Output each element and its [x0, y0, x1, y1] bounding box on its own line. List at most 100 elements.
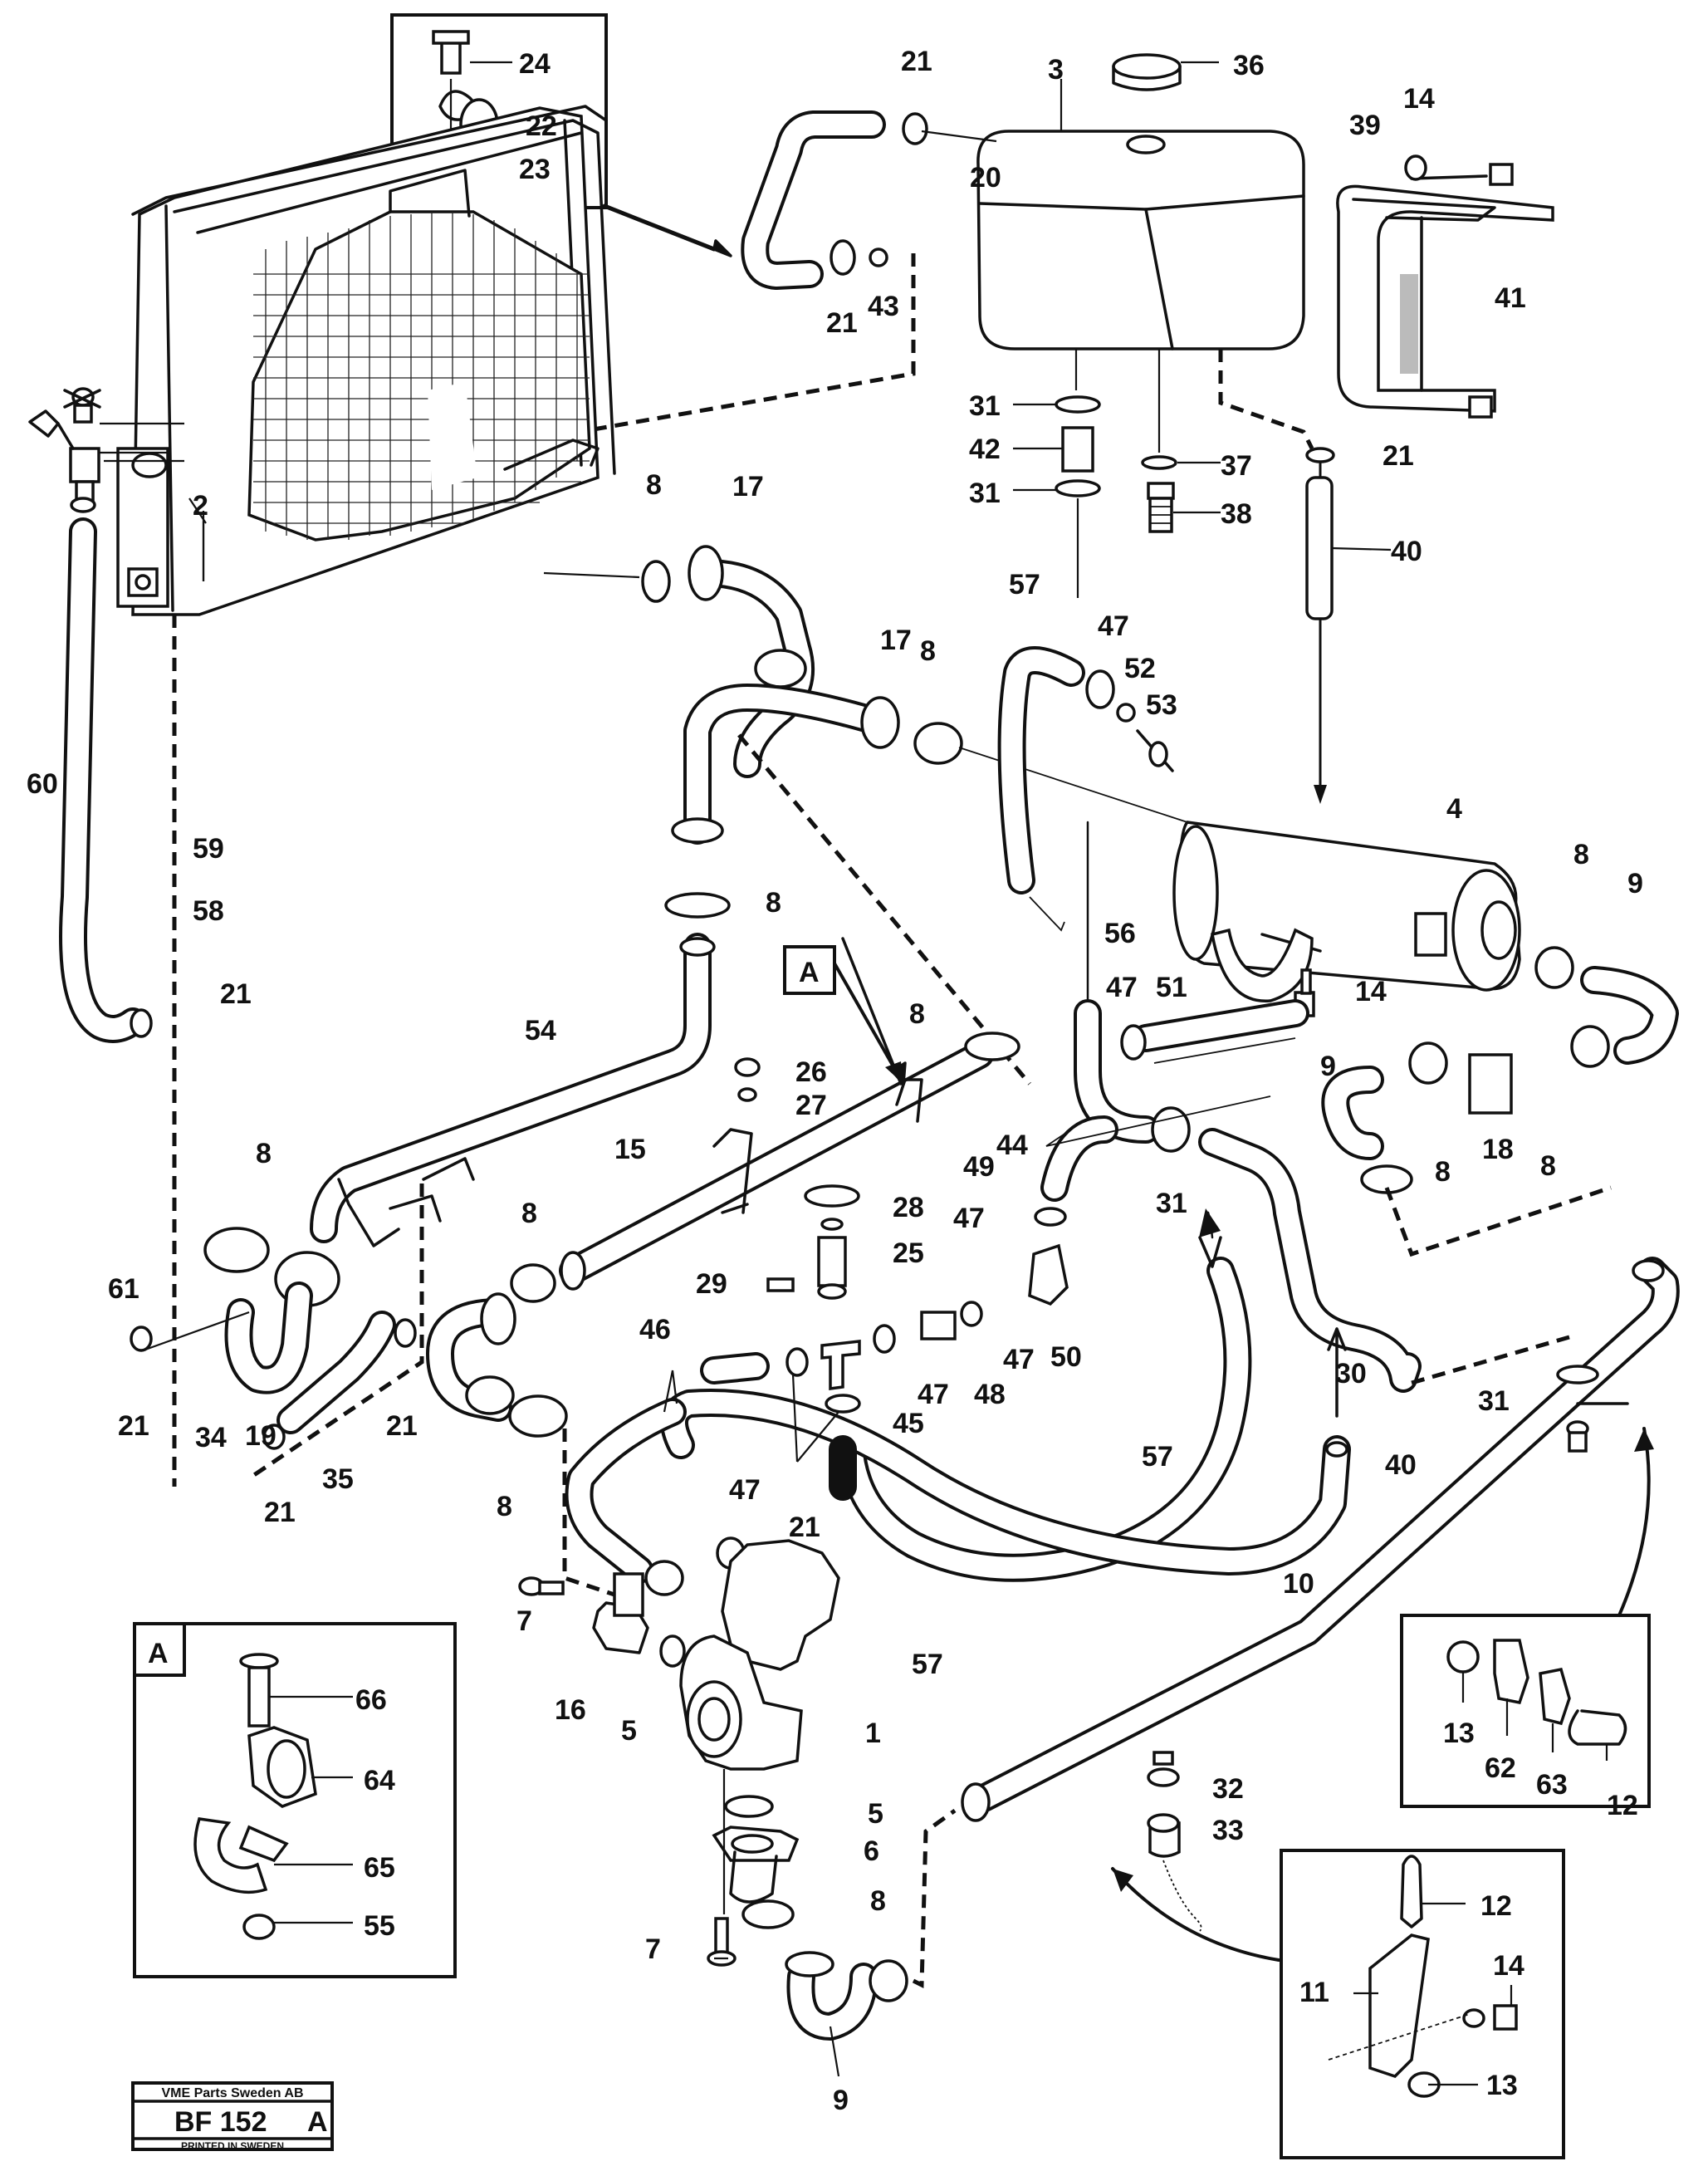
pipe-15	[559, 937, 1020, 1291]
callout-label-13: 13	[1486, 2070, 1518, 2101]
tank-outlet-parts	[1013, 395, 1221, 598]
callout-label-21: 21	[826, 307, 858, 339]
callout-label-64: 64	[364, 1765, 395, 1796]
callout-label-12: 12	[1480, 1890, 1512, 1922]
oil-cooler	[1172, 821, 1679, 1257]
hose-30	[1198, 1128, 1570, 1418]
callout-label-3: 3	[1048, 54, 1064, 86]
hose-34	[144, 1227, 340, 1394]
callout-label-57: 57	[1142, 1441, 1173, 1473]
callout-label-21: 21	[901, 46, 932, 77]
marker-a	[783, 945, 903, 1084]
callout-label-57: 57	[1009, 569, 1040, 600]
stamp-code: BF 152	[174, 2106, 267, 2138]
hose-57	[660, 646, 1351, 1582]
callout-label-47: 47	[729, 1474, 761, 1506]
callout-label-8: 8	[909, 998, 925, 1030]
callout-label-15: 15	[614, 1134, 646, 1165]
callout-label-48: 48	[974, 1379, 1006, 1410]
callout-label-A: A	[799, 957, 820, 988]
callout-label-10: 10	[1283, 1568, 1314, 1600]
callout-label-40: 40	[1385, 1449, 1417, 1481]
callout-label-35: 35	[322, 1463, 354, 1495]
inset-box-bracket-11	[1280, 1849, 1565, 2159]
callout-label-13: 13	[1443, 1718, 1475, 1749]
callout-label-7: 7	[516, 1605, 532, 1637]
callout-label-54: 54	[525, 1015, 556, 1046]
radiator-fan-mesh	[253, 212, 590, 540]
callout-label-8: 8	[1435, 1156, 1451, 1188]
callout-label-52: 52	[1124, 653, 1156, 684]
callout-label-8: 8	[646, 469, 662, 501]
callout-label-43: 43	[868, 291, 899, 322]
callout-label-8: 8	[920, 635, 936, 667]
callout-label-14: 14	[1403, 83, 1435, 115]
callout-label-23: 23	[519, 154, 551, 185]
callout-label-9: 9	[833, 2085, 849, 2116]
callout-label-40: 40	[1391, 536, 1422, 567]
callout-label-20: 20	[970, 162, 1001, 194]
stamp-company: VME Parts Sweden AB	[161, 2086, 303, 2100]
callout-label-19: 19	[245, 1420, 277, 1452]
callout-label-31: 31	[1156, 1188, 1187, 1219]
stamp-revision: A	[307, 2106, 328, 2138]
callout-label-57: 57	[912, 1649, 943, 1680]
hose-46-fittings	[565, 1243, 1069, 1596]
expansion-tank	[976, 53, 1305, 453]
hose-40	[1218, 349, 1392, 620]
callout-label-8: 8	[1540, 1150, 1556, 1182]
callout-label-47: 47	[1106, 972, 1138, 1003]
callout-label-36: 36	[1233, 50, 1265, 81]
callout-label-28: 28	[893, 1192, 924, 1223]
callout-label-47: 47	[1003, 1344, 1035, 1375]
callout-label-61: 61	[108, 1273, 139, 1305]
callout-label-25: 25	[893, 1237, 924, 1269]
pipe-10	[961, 1257, 1680, 1932]
callout-label-18: 18	[1482, 1134, 1514, 1165]
stamp-printed: PRINTED IN SWEDEN	[181, 2140, 284, 2152]
callout-label-37: 37	[1221, 450, 1252, 482]
callout-label-42: 42	[969, 434, 1001, 465]
callout-label-14: 14	[1493, 1950, 1524, 1982]
callout-label-21: 21	[264, 1497, 296, 1528]
callout-label-58: 58	[193, 895, 224, 927]
radiator	[116, 105, 616, 616]
thermostat-housing	[766, 1184, 860, 1300]
callout-label-47: 47	[953, 1203, 985, 1234]
pipe-54	[247, 892, 731, 1481]
callout-label-5: 5	[868, 1798, 883, 1830]
callout-label-38: 38	[1221, 498, 1252, 530]
callout-label-46: 46	[639, 1314, 671, 1345]
callout-label-8: 8	[497, 1491, 512, 1522]
callout-label-62: 62	[1485, 1752, 1516, 1784]
inset-a-letter: A	[148, 1638, 169, 1669]
parts-stamp: VME Parts Sweden AB BF 152 A PRINTED IN …	[131, 2081, 334, 2152]
callout-label-7: 7	[645, 1933, 661, 1965]
callout-label-56: 56	[1104, 918, 1136, 949]
callout-label-17: 17	[732, 471, 764, 502]
callout-label-1: 1	[865, 1718, 881, 1749]
callout-label-45: 45	[893, 1408, 924, 1439]
tank-bracket	[1336, 154, 1554, 419]
callout-label-26: 26	[795, 1056, 827, 1088]
callout-label-22: 22	[526, 110, 557, 142]
callout-label-32: 32	[1212, 1773, 1244, 1805]
callout-label-8: 8	[256, 1138, 272, 1169]
inset-box-a	[133, 1622, 457, 1978]
callout-label-21: 21	[789, 1512, 820, 1543]
hose-61	[59, 497, 177, 1487]
callout-label-9: 9	[1627, 868, 1643, 899]
callout-label-47: 47	[1098, 610, 1129, 642]
callout-label-63: 63	[1536, 1769, 1568, 1801]
callout-label-66: 66	[355, 1684, 387, 1716]
callout-label-49: 49	[963, 1151, 995, 1183]
water-pump	[518, 1539, 957, 2077]
callout-label-16: 16	[555, 1694, 586, 1726]
callout-label-27: 27	[795, 1090, 827, 1121]
callout-label-31: 31	[1478, 1385, 1510, 1417]
callout-label-29: 29	[696, 1268, 727, 1300]
callout-label-6: 6	[864, 1835, 879, 1867]
callout-label-41: 41	[1495, 282, 1526, 314]
inset-box-u-bolt	[1400, 1614, 1651, 1808]
